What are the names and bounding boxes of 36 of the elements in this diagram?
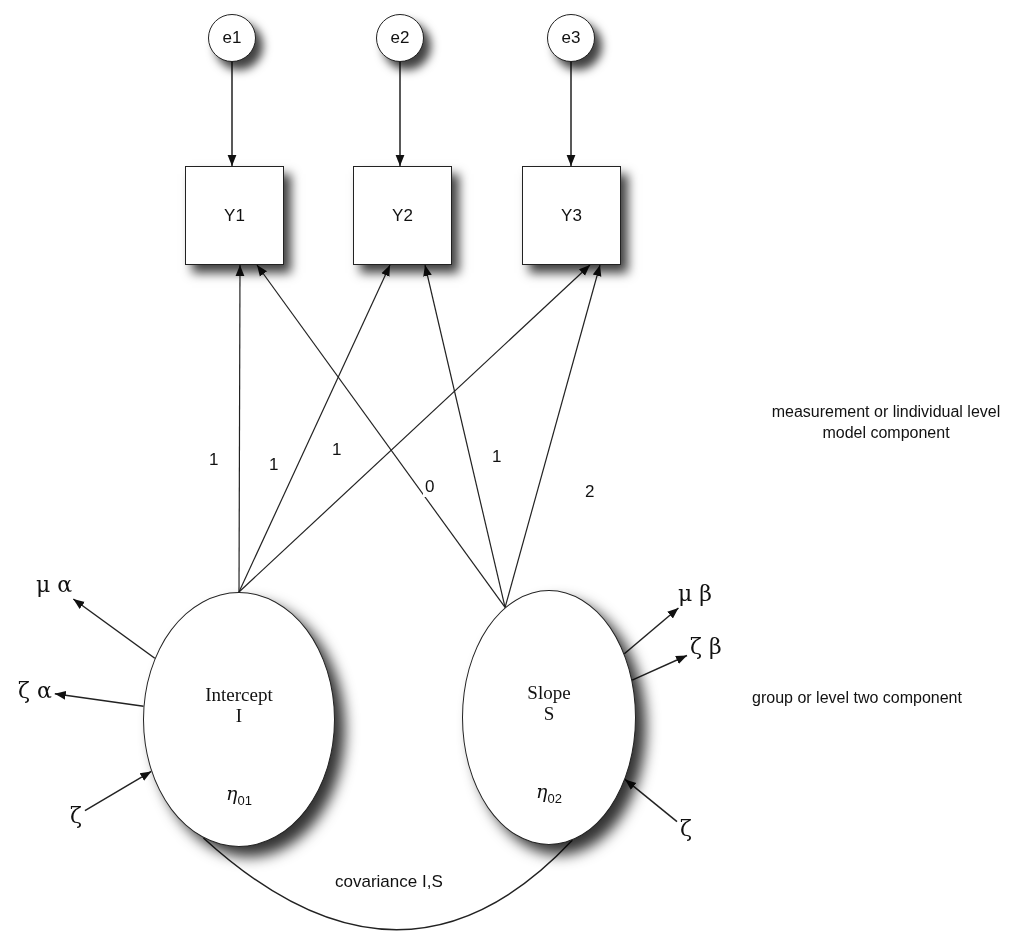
annotation-text: group or level two component bbox=[752, 688, 962, 708]
symbol-label: ζ α bbox=[18, 680, 52, 702]
arrow bbox=[238, 264, 591, 593]
arrow bbox=[504, 264, 602, 609]
latent-variable-name: Intercept I bbox=[205, 684, 273, 727]
arrow bbox=[238, 264, 391, 593]
arrow bbox=[624, 778, 678, 823]
eta-symbol: η$_{01}$ bbox=[226, 781, 252, 808]
observed-variable-box: Y2 bbox=[353, 166, 452, 265]
arrow bbox=[235, 264, 245, 593]
symbol-label: ζ β bbox=[690, 636, 722, 658]
latent-variable-name: Slope S bbox=[527, 682, 571, 725]
symbol-label: ζ bbox=[70, 805, 82, 827]
symbol-label: μ β bbox=[678, 583, 712, 605]
symbol-label: μ α bbox=[36, 574, 73, 596]
error-circle: e2 bbox=[376, 14, 424, 62]
symbol-label: ζ bbox=[680, 818, 692, 840]
observed-variable-box: Y3 bbox=[522, 166, 621, 265]
annotation-text: measurement or lindividual level model component bbox=[770, 402, 1002, 443]
arrow bbox=[72, 598, 156, 659]
arrow bbox=[631, 654, 688, 681]
arrow bbox=[423, 264, 506, 609]
edge-label: covariance I,S bbox=[333, 872, 445, 892]
error-circle: e3 bbox=[547, 14, 595, 62]
observed-variable-box: Y1 bbox=[185, 166, 284, 265]
edge-label: 0 bbox=[423, 477, 437, 497]
covariance-curve bbox=[202, 837, 573, 931]
eta-symbol: η$_{02}$ bbox=[536, 779, 562, 806]
arrow bbox=[84, 770, 153, 812]
arrow bbox=[256, 264, 506, 609]
arrow bbox=[54, 690, 145, 707]
arrow bbox=[227, 61, 237, 167]
error-circle: e1 bbox=[208, 14, 256, 62]
arrow bbox=[395, 61, 405, 167]
arrow bbox=[566, 61, 576, 167]
arrow bbox=[623, 607, 680, 655]
